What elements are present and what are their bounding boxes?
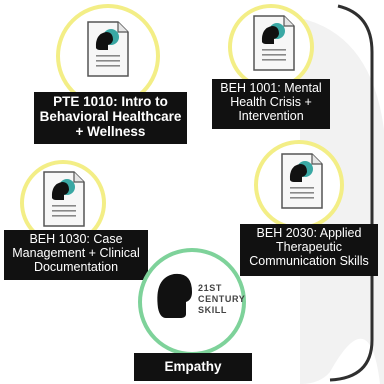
document-head-icon — [87, 21, 129, 77]
course-label-beh1001: BEH 1001: Mental Health Crisis + Interve… — [212, 79, 330, 129]
document-head-icon — [253, 15, 295, 71]
connector-arc — [329, 4, 374, 382]
empathy-head-icon — [157, 273, 192, 318]
course-label-beh1030: BEH 1030: Case Management + Clinical Doc… — [4, 230, 148, 280]
document-head-icon — [281, 153, 323, 209]
course-label-beh2030: BEH 2030: Applied Therapeutic Communicat… — [240, 224, 378, 276]
skill-label-empathy: Empathy — [134, 353, 252, 381]
document-head-icon — [43, 171, 85, 227]
course-label-pte1010: PTE 1010: Intro to Behavioral Healthcare… — [34, 92, 187, 144]
skill-badge-text: 21ST CENTURY SKILL — [198, 283, 246, 315]
